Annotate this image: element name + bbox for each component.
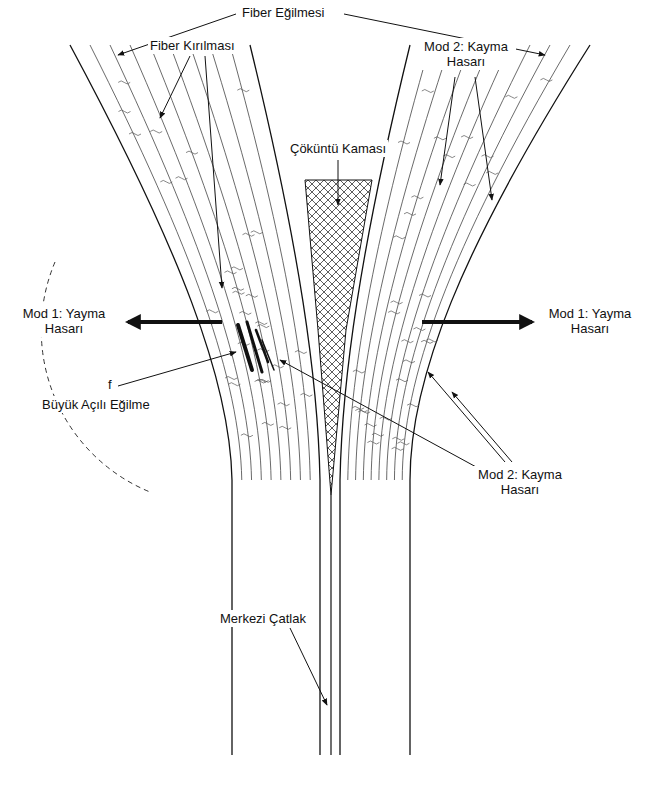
fiber-break — [233, 291, 245, 294]
fiber-break — [295, 351, 307, 354]
fiber — [150, 45, 271, 480]
fiber-break — [186, 151, 198, 154]
fiber-break — [392, 447, 404, 450]
fiber-break — [403, 360, 415, 363]
annotation-label: Mod 1: Yayma Hasarı — [14, 305, 114, 337]
fiber-break — [367, 441, 379, 444]
fiber — [348, 45, 430, 480]
fiber-break — [257, 325, 269, 328]
annotation-label: Mod 2: Kayma Hasarı — [416, 38, 516, 70]
fiber — [402, 45, 570, 480]
annotation-label: Mod 1: Yayma Hasarı — [540, 305, 640, 337]
fiber-break — [355, 409, 367, 412]
fiber-break — [464, 183, 476, 186]
fiber-break — [278, 403, 290, 406]
fiber-break — [422, 90, 434, 93]
fiber-break — [300, 393, 312, 396]
debris-wedge — [305, 180, 372, 495]
fiber-break — [411, 196, 423, 199]
fiber — [170, 45, 281, 480]
fiber-break — [246, 294, 258, 297]
fiber — [130, 45, 261, 480]
fiber-break — [396, 379, 408, 382]
fiber-break — [372, 433, 384, 436]
fiber-break — [231, 267, 243, 270]
fiber — [90, 45, 242, 480]
fiber-break — [388, 311, 400, 314]
fiber — [371, 45, 490, 480]
fiber — [356, 45, 450, 480]
fiber-break — [482, 155, 494, 158]
fiber-break — [398, 141, 410, 144]
fiber-break — [279, 426, 291, 429]
dashed-arc — [41, 262, 150, 492]
fiber-break — [228, 383, 240, 386]
fiber-break — [413, 328, 425, 331]
fiber-break — [393, 236, 405, 239]
fiber-break — [225, 271, 237, 274]
fiber-break — [434, 137, 446, 140]
fiber — [230, 45, 310, 480]
fiber-break — [262, 422, 274, 425]
fiber — [210, 45, 300, 480]
fiber-break — [255, 322, 267, 325]
fiber-break — [391, 301, 403, 304]
central-crack — [330, 495, 331, 755]
fiber — [110, 45, 252, 480]
annotation-label: Fiber Kırılması — [148, 37, 237, 54]
fiber-break — [129, 133, 141, 136]
fiber-break — [243, 233, 255, 236]
fiber — [387, 45, 530, 480]
spreading-arrows — [128, 320, 532, 324]
annotation-label: Çöküntü Kaması — [288, 140, 388, 157]
fiber-break — [443, 155, 455, 158]
fiber-break — [206, 310, 218, 313]
fiber-break — [232, 287, 244, 290]
fiber-break — [239, 312, 251, 315]
fiber — [394, 45, 550, 480]
callout-letter: f — [106, 376, 114, 393]
fiber-break — [150, 130, 162, 133]
fiber-break — [419, 294, 431, 297]
fiber-break — [404, 212, 416, 215]
fiber-break — [118, 81, 130, 84]
fiber-break — [421, 340, 433, 343]
fiber-break — [176, 177, 188, 180]
fiber-break — [251, 231, 263, 234]
fiber-break — [365, 424, 377, 427]
fiber-break — [237, 89, 249, 92]
fiber-break — [353, 370, 365, 373]
fiber-break — [426, 339, 438, 342]
kink-band — [238, 322, 274, 372]
fiber-break — [392, 437, 404, 440]
fiber-break — [119, 110, 131, 113]
fiber — [190, 45, 291, 480]
annotation-label: Merkezi Çatlak — [218, 610, 308, 627]
fiber-break — [257, 379, 269, 382]
fiber-break — [461, 136, 473, 139]
fiber-break — [401, 340, 413, 343]
annotation-label: Fiber Eğilmesi — [240, 4, 326, 21]
fiber-break — [407, 404, 419, 407]
fiber-break — [225, 377, 237, 380]
bundle-edge — [410, 45, 590, 755]
fiber-break — [160, 180, 172, 183]
leader-lines — [118, 14, 545, 705]
fiber-break — [397, 442, 409, 445]
annotation-label: Büyük Açılı Eğilme — [40, 396, 152, 413]
fiber-break — [241, 434, 253, 437]
annotation-label: Mod 2: Kayma Hasarı — [470, 466, 570, 498]
fiber-break — [255, 380, 267, 383]
fiber-break — [505, 95, 517, 98]
fiber-break — [540, 78, 552, 81]
